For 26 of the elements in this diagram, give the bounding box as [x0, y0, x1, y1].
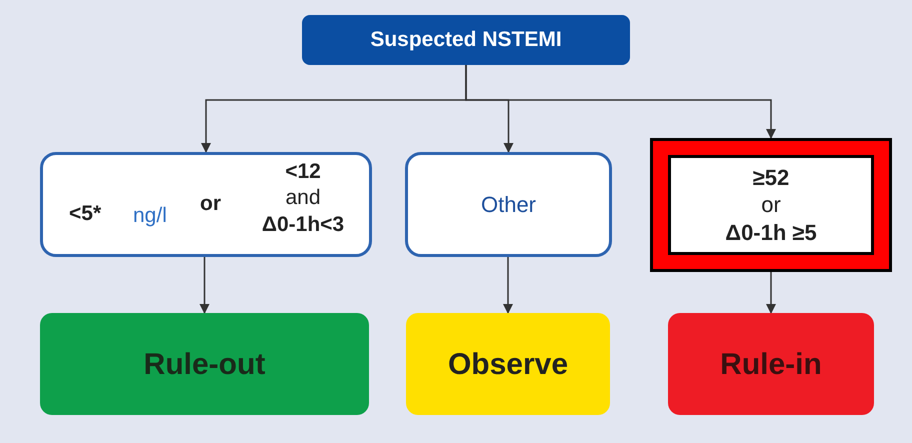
arrow [503, 257, 513, 314]
connector-word: and [285, 185, 321, 212]
start-box [302, 15, 630, 65]
unit-text: ng/l [133, 203, 167, 229]
criteria-box [405, 152, 612, 257]
node-text: Other [480, 191, 536, 219]
outcome-box [406, 313, 610, 415]
node-text: Rule-in [720, 346, 822, 382]
node-text: Rule-out [144, 346, 266, 382]
threshold-text: ≥52 [752, 164, 790, 192]
connector-word: or [761, 191, 781, 219]
arrow [465, 65, 776, 139]
outcome-box [668, 313, 874, 415]
criteria-box [40, 152, 372, 257]
arrow [200, 257, 210, 314]
highlight-frame [650, 138, 892, 272]
threshold-text: Δ0-1h ≥5 [725, 218, 817, 246]
node-text: Suspected NSTEMI [370, 27, 562, 54]
outcome-box [40, 313, 369, 415]
node-text: Observe [448, 346, 568, 382]
criteria-box [668, 155, 874, 255]
threshold-text: Δ0-1h<3 [262, 212, 344, 238]
arrow [766, 272, 776, 314]
connector-word: or [200, 191, 221, 217]
threshold-text: <5* [69, 201, 102, 227]
threshold-text: <12 [285, 159, 321, 185]
